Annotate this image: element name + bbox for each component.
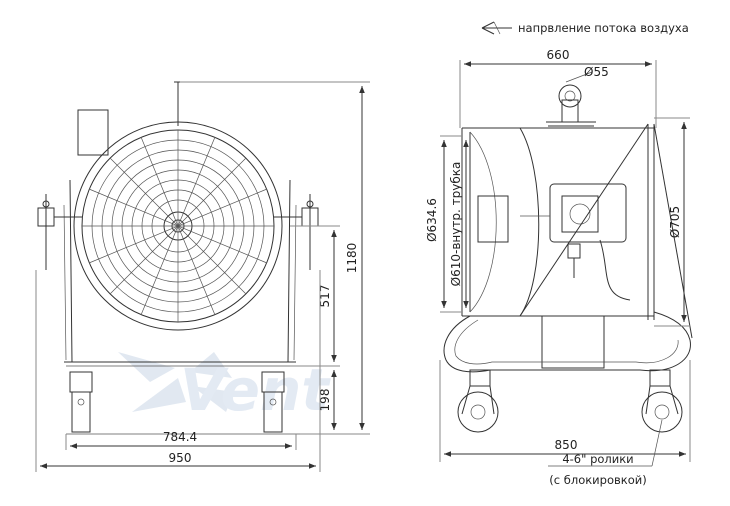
caster-front-left <box>69 371 93 433</box>
caster-side-left <box>457 369 499 433</box>
housing <box>69 179 291 363</box>
dim-inner-dia: Ø610-внутр. трубка <box>449 162 463 287</box>
watermark-text: Vent <box>180 356 331 424</box>
watermark-logo: Vent <box>118 352 331 424</box>
fan-guard <box>82 130 274 322</box>
pivot-left <box>37 194 82 270</box>
airflow-label: напрвление потока воздуха <box>518 21 689 35</box>
top-pipe <box>546 71 596 127</box>
dim-width-total: 950 <box>169 451 192 465</box>
cart-frame <box>443 311 691 373</box>
front-view: 1180 517 198 784.4 950 <box>35 81 370 472</box>
casters-label: 4-6" ролики <box>562 452 633 466</box>
dim-width-top: 660 <box>547 48 570 62</box>
dim-height-base: 198 <box>318 389 332 412</box>
side-view: напрвление потока воздуха Ø55 660 <box>425 21 693 487</box>
airflow-arrow-icon <box>481 21 512 35</box>
drum-body <box>461 124 655 369</box>
caster-side-right <box>641 369 683 433</box>
dim-base-width: 850 <box>555 438 578 452</box>
motor-box <box>77 109 109 156</box>
dim-width-inner: 784.4 <box>163 430 197 444</box>
dim-ring-dia: Ø705 <box>668 206 682 238</box>
fan-ring-outer <box>73 121 283 331</box>
dim-height-total: 1180 <box>345 243 359 274</box>
dim-pipe-dia: Ø55 <box>584 65 609 79</box>
dim-outer-dia: Ø634.6 <box>425 198 439 242</box>
caster-front-right <box>261 371 285 433</box>
dim-height-axis: 517 <box>318 285 332 308</box>
motor <box>520 183 631 301</box>
casters-lock-label: (с блокировкой) <box>549 473 646 487</box>
